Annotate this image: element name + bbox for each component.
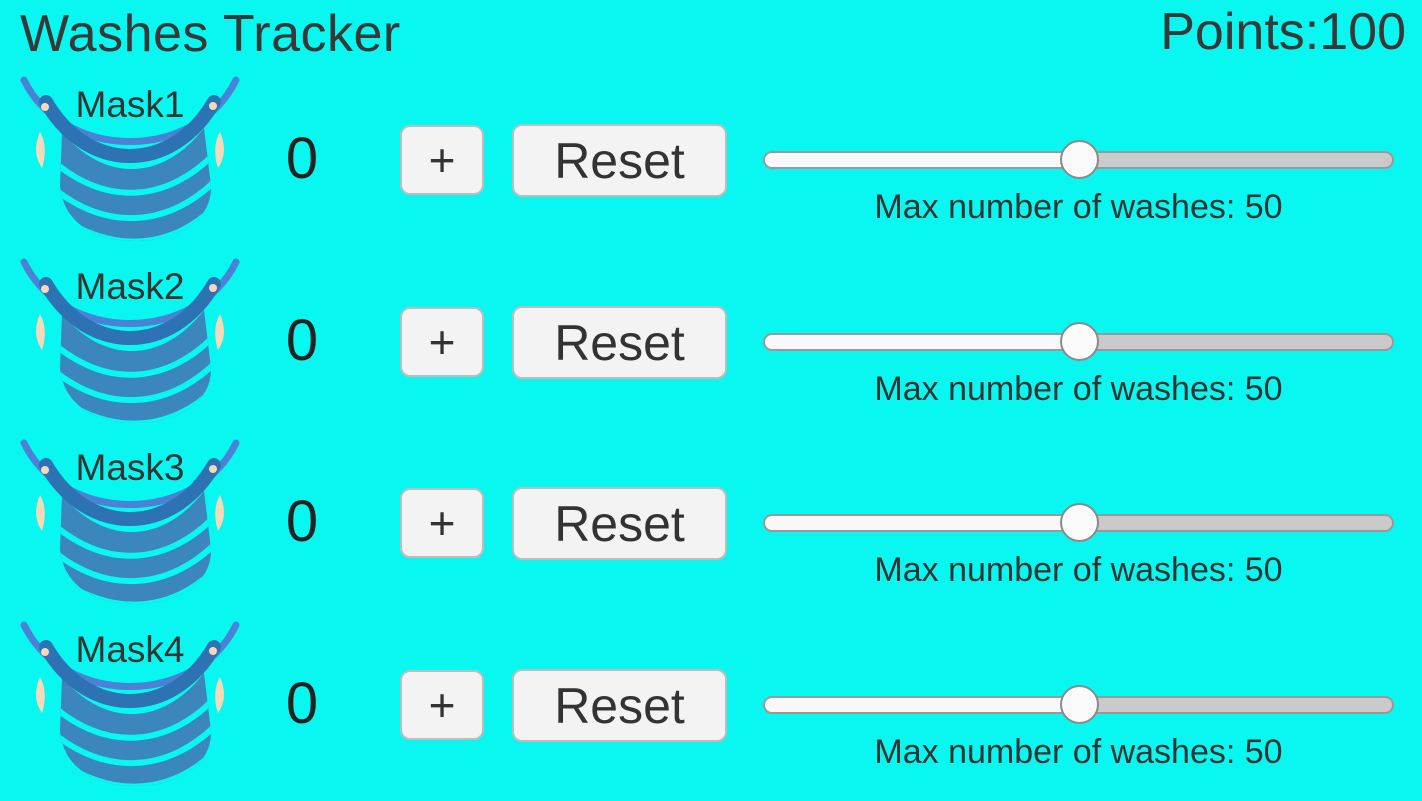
face-mask-icon (20, 439, 240, 604)
wash-slider[interactable]: Max number of washes: 50 (763, 437, 1394, 619)
reset-button[interactable]: Reset (512, 669, 727, 742)
face-mask-icon (20, 621, 240, 786)
wash-slider[interactable]: Max number of washes: 50 (763, 256, 1394, 438)
slider-thumb[interactable] (1059, 140, 1099, 179)
points-label: Points: (1160, 3, 1320, 61)
slider-thumb[interactable] (1059, 503, 1099, 542)
mask-label: Mask2 (75, 266, 185, 307)
wash-count: 0 (285, 489, 319, 554)
mask-row: Mask3 0 + Reset Max number of washes: 50 (0, 437, 1422, 619)
mask-label: Mask1 (75, 84, 185, 125)
mask-row: Mask2 0 + Reset Max number of washes: 50 (0, 256, 1422, 438)
page-title: Washes Tracker (20, 5, 401, 63)
increment-button[interactable]: + (400, 670, 484, 740)
wash-slider[interactable]: Max number of washes: 50 (763, 74, 1394, 256)
increment-button[interactable]: + (400, 307, 484, 377)
slider-thumb[interactable] (1059, 322, 1099, 361)
wash-count: 0 (285, 671, 319, 736)
reset-button[interactable]: Reset (512, 487, 727, 560)
max-washes-label: Max number of washes: 50 (874, 551, 1283, 589)
max-washes-label: Max number of washes: 50 (874, 188, 1283, 226)
increment-button[interactable]: + (400, 125, 484, 195)
wash-slider[interactable]: Max number of washes: 50 (763, 619, 1394, 801)
face-mask-icon (20, 76, 240, 241)
mask-image: Mask2 (14, 256, 246, 428)
mask-row: Mask4 0 + Reset Max number of washes: 50 (0, 619, 1422, 801)
mask-image: Mask1 (14, 74, 246, 246)
max-washes-label: Max number of washes: 50 (874, 733, 1283, 771)
mask-image: Mask4 (14, 619, 246, 791)
points-value: 100 (1319, 3, 1406, 61)
reset-button[interactable]: Reset (512, 306, 727, 379)
face-mask-icon (20, 258, 240, 423)
max-washes-label: Max number of washes: 50 (874, 370, 1283, 408)
mask-label: Mask3 (75, 447, 185, 488)
mask-label: Mask4 (75, 629, 185, 670)
mask-image: Mask3 (14, 437, 246, 609)
points-display: Points:100 (1160, 2, 1406, 62)
slider-thumb[interactable] (1059, 685, 1099, 724)
mask-row: Mask1 0 + Reset Max number of washes: 50 (0, 74, 1422, 256)
wash-count: 0 (285, 126, 319, 191)
reset-button[interactable]: Reset (512, 124, 727, 197)
increment-button[interactable]: + (400, 488, 484, 558)
wash-count: 0 (285, 308, 319, 373)
